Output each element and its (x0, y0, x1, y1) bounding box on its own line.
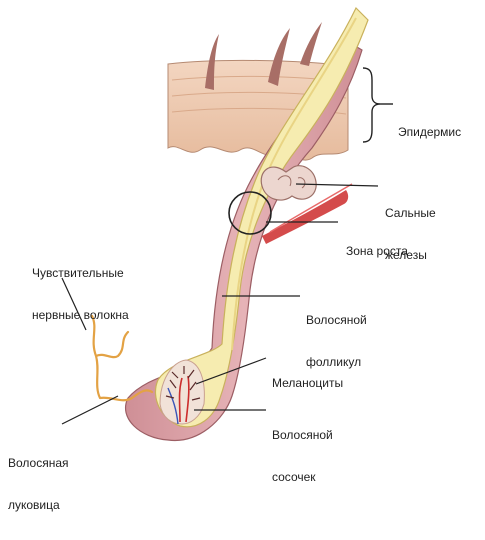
label-hair-bulb: Волосяная луковица (8, 428, 69, 540)
hair-follicle-diagram: Эпидермис Сальные железы Зона роста Чувс… (0, 0, 485, 457)
hair-stub-3 (300, 22, 322, 66)
sebaceous-gland (261, 166, 316, 200)
leader-bulb (62, 396, 118, 424)
label-sensory-nerve-fibers: Чувствительные нервные волокна (32, 238, 129, 350)
label-hair-papilla: Волосяной сосочек (272, 400, 333, 512)
label-epidermis: Эпидермис (398, 97, 461, 167)
epidermis-bracket (363, 68, 380, 142)
label-growth-zone: Зона роста (346, 216, 408, 286)
dermal-papilla (160, 360, 204, 424)
